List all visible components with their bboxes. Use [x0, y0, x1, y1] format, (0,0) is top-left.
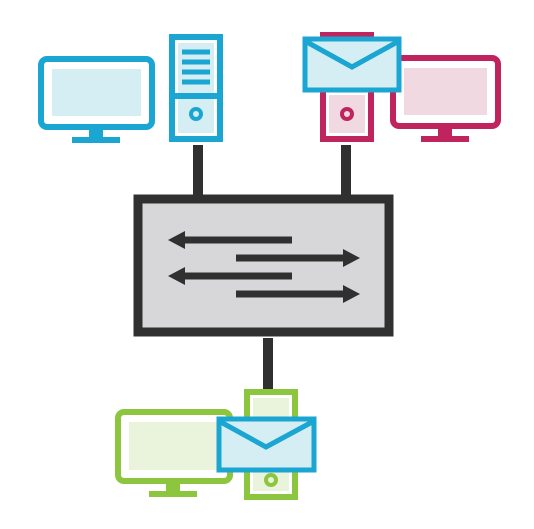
host-c-monitor-icon — [115, 409, 233, 497]
host-c — [115, 389, 317, 500]
host-a-tower-icon — [169, 34, 223, 142]
switch — [133, 194, 394, 337]
host-b-monitor-icon — [390, 55, 501, 142]
switch-body — [133, 194, 394, 337]
arrow-right-2 — [236, 285, 360, 303]
host-b — [302, 32, 501, 142]
host-c-envelope-icon — [216, 416, 317, 473]
host-a — [38, 34, 223, 143]
switch-arrows — [168, 231, 360, 303]
host-b-envelope-icon — [302, 36, 402, 93]
arrow-left-1 — [168, 231, 292, 249]
links — [193, 145, 351, 392]
arrow-left-2 — [168, 267, 292, 285]
arrow-right-1 — [236, 249, 360, 267]
host-a-monitor-icon — [38, 56, 155, 143]
